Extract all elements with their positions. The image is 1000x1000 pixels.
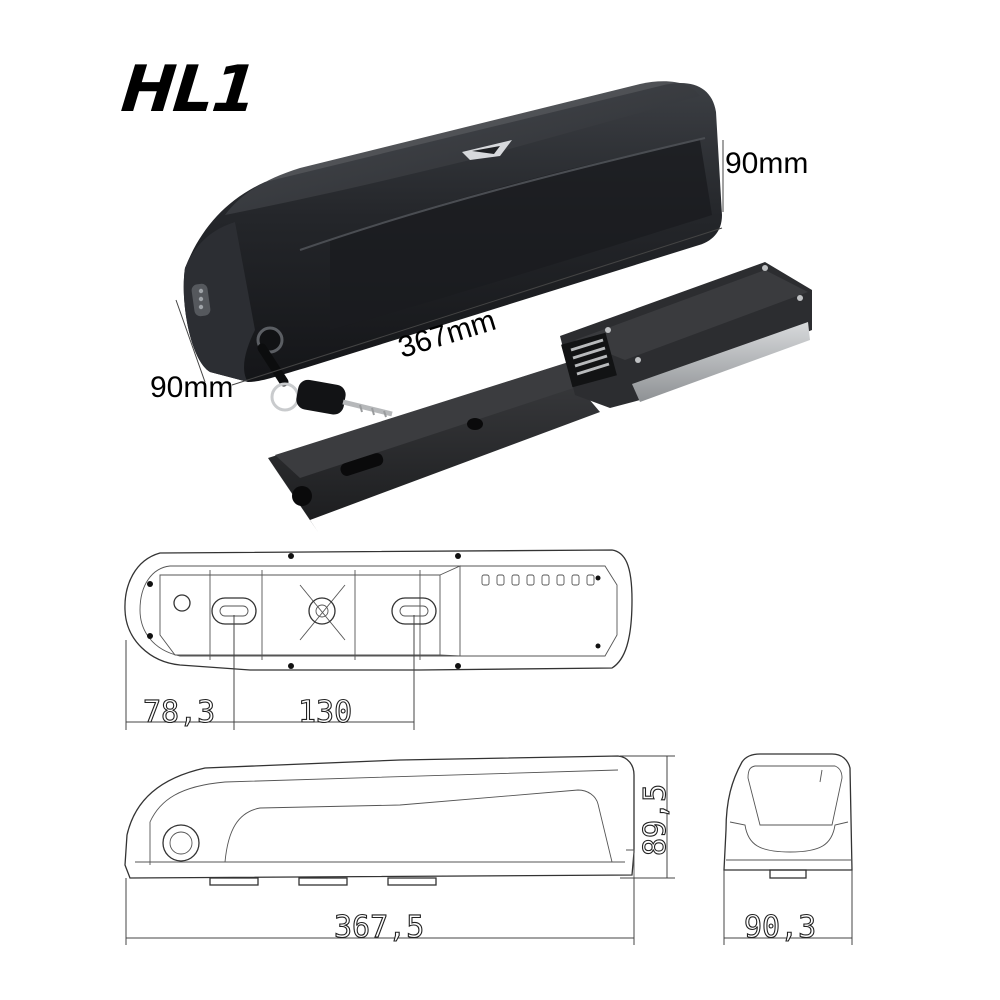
mount-spacing-label: 130 bbox=[298, 695, 352, 730]
lock-key-icon bbox=[256, 326, 393, 418]
top-view-dimension-lines bbox=[125, 615, 415, 730]
photo-width-label: 90mm bbox=[150, 371, 233, 404]
end-width-label: 90,3 bbox=[744, 910, 816, 945]
battery-level-indicator-icon bbox=[191, 283, 211, 317]
end-view-drawing bbox=[723, 753, 853, 879]
top-view-drawing bbox=[124, 549, 633, 671]
side-view-dimension-lines bbox=[125, 755, 675, 945]
photo-dimension-lines bbox=[175, 140, 724, 386]
battery-photo bbox=[183, 81, 722, 418]
end-view-dimension-lines bbox=[723, 870, 853, 945]
mount-offset-label: 78,3 bbox=[143, 695, 215, 730]
side-height-label: 89,5 bbox=[638, 784, 673, 856]
side-view-drawing bbox=[124, 755, 635, 886]
mounting-rail-photo bbox=[268, 262, 812, 532]
photo-height-label: 90mm bbox=[725, 147, 808, 180]
overall-length-label: 367,5 bbox=[334, 910, 424, 945]
